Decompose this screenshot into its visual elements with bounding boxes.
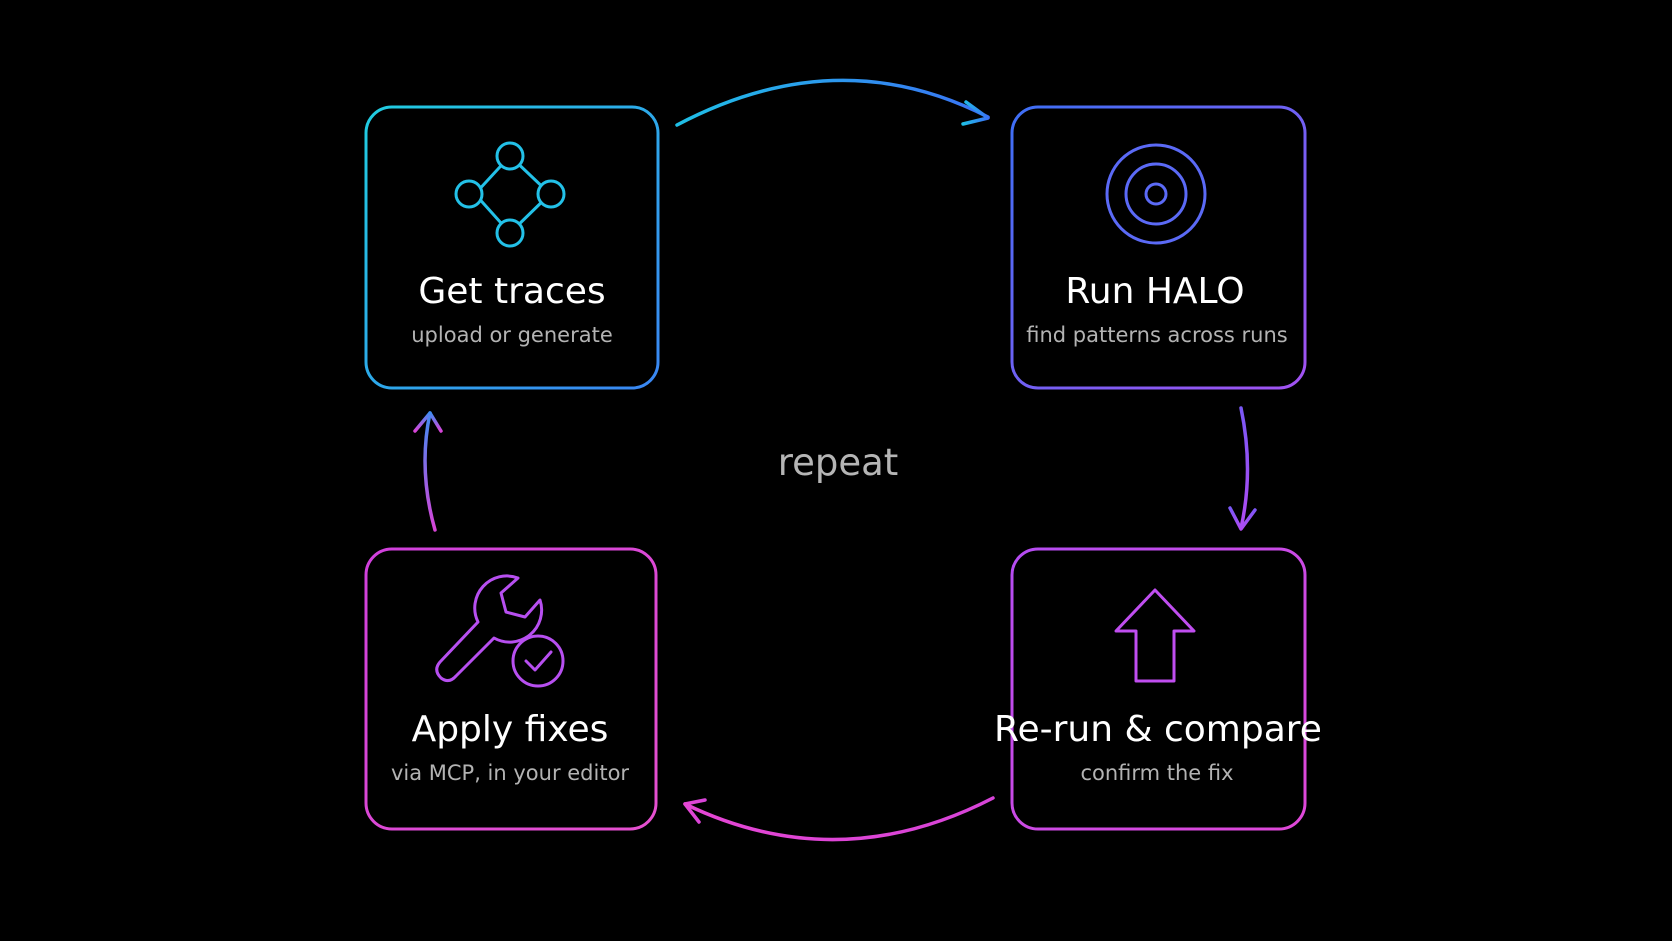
arrow-rerun-to-apply (683, 796, 995, 842)
step-title: Get traces (418, 271, 605, 312)
repeat-label: repeat (778, 441, 899, 484)
target-icon (1105, 143, 1207, 245)
arrow-get-to-run (675, 78, 990, 127)
step-title: Re-run & compare (994, 709, 1322, 750)
step-subtitle: via MCP, in your editor (391, 761, 629, 785)
arrow-up-icon (1114, 588, 1196, 683)
arrow-apply-to-get (413, 411, 443, 532)
wrench-check-icon (435, 574, 565, 688)
step-title: Apply fixes (412, 709, 609, 750)
step-subtitle: find patterns across runs (1026, 323, 1288, 347)
step-card-get-traces: Get traces upload or generate (364, 105, 660, 390)
step-title: Run HALO (1065, 271, 1244, 312)
step-subtitle: confirm the fix (1080, 761, 1233, 785)
graph-nodes-icon (454, 141, 566, 248)
step-card-apply-fixes: Apply fixes via MCP, in your editor (364, 547, 658, 831)
arrow-run-to-rerun (1228, 406, 1257, 531)
step-subtitle: upload or generate (411, 323, 613, 347)
step-card-rerun-compare: Re-run & compare confirm the fix (994, 547, 1322, 831)
step-card-run-halo: Run HALO find patterns across runs (1010, 105, 1307, 390)
